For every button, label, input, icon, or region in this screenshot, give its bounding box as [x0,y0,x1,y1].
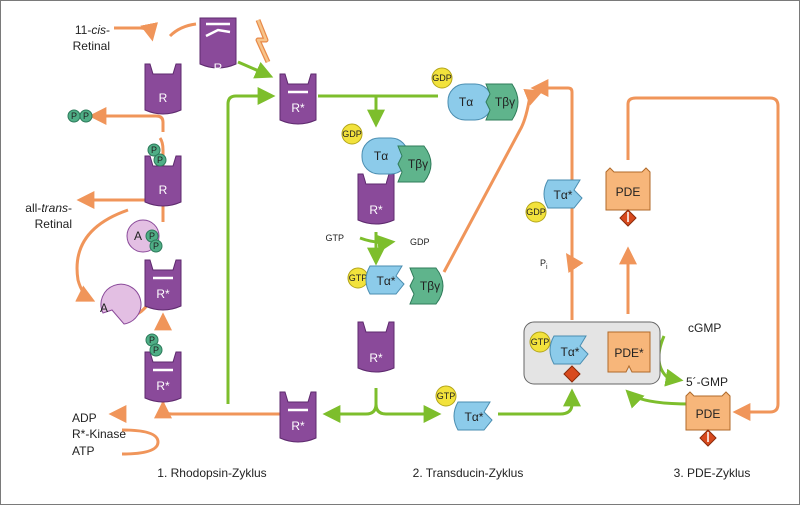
svg-text:Tα: Tα [459,95,473,109]
svg-text:GDP: GDP [526,207,546,217]
svg-text:P: P [151,145,157,155]
svg-text:R*: R* [291,101,305,115]
rstar-top [279,73,317,125]
gtp-in-label: GTP [325,233,344,243]
svg-text:Retinal: Retinal [35,217,72,231]
svg-text:GDP: GDP [432,73,452,83]
svg-text:P: P [157,155,163,165]
inhibitor-bound [563,365,581,383]
phosphate-pair-released: P P [67,109,93,123]
svg-text:P: P [153,345,159,355]
cycle-2-caption: 2. Transducin-Zyklus [413,466,524,480]
talpha-gdp-released: GDP Tα* [525,179,583,223]
svg-text:P: P [83,111,89,121]
svg-text:PDE*: PDE* [614,346,644,360]
green-arrows [226,60,691,423]
transducin-activated: GTP Tα* Tβγ [347,265,444,305]
svg-text:R*: R* [369,351,383,365]
pde-inactive-bottom: PDE [685,391,731,447]
svg-text:PDE: PDE [616,185,641,199]
svg-text:Tα*: Tα* [554,188,573,202]
r-open-label: R [214,61,223,75]
svg-text:A: A [100,301,108,315]
svg-text:R*: R* [156,379,170,393]
talpha-star-in-complex [549,335,589,365]
adp-label: ADP [72,411,97,425]
talpha-gtp-bottom: GTP Tα* [435,385,493,431]
svg-text:Tα*: Tα* [465,410,484,424]
arrestin-free [100,283,142,325]
pi-label: Pi [540,258,548,271]
cycle-3-caption: 3. PDE-Zyklus [674,466,751,480]
svg-text:Tβγ: Tβγ [408,157,428,171]
r-label: R [159,91,168,105]
svg-text:P: P [71,111,77,121]
svg-text:GDP: GDP [342,129,362,139]
kinase-label: R*-Kinase [72,427,126,441]
rhodopsin-R-open [199,17,237,69]
svg-text:Retinal: Retinal [73,39,110,53]
svg-text:PDE: PDE [696,407,721,421]
pde-star [607,331,651,373]
rhodopsin-R [144,63,182,115]
svg-text:R*: R* [156,287,170,301]
svg-text:GTP: GTP [349,273,368,283]
svg-text:P: P [149,335,155,345]
svg-text:R*: R* [369,203,383,217]
r-phos-label: R [159,183,168,197]
transducin-inactive-top: GDP Tα Tβγ [431,67,519,121]
cgmp-label: cGMP [688,321,721,335]
svg-text:Tβγ: Tβγ [495,95,515,109]
pde-inactive-top: PDE [605,167,651,227]
svg-text:P: P [153,241,159,251]
svg-text:Tα*: Tα* [561,345,580,359]
svg-text:A: A [134,229,142,243]
svg-text:Tβγ: Tβγ [420,279,440,293]
gmp-label: 5´-GMP [686,375,728,389]
svg-text:P: P [149,231,155,241]
rstar-phosphorylated [144,351,182,403]
atp-label: ATP [72,444,94,458]
rstar-arrestin-bound [144,259,182,311]
svg-text:R*: R* [291,419,305,433]
cycle-1-caption: 1. Rhodopsin-Zyklus [157,466,266,480]
svg-text:Tα*: Tα* [377,274,396,288]
gdp-out-label: GDP [410,237,430,247]
rstar-transducin-bound [357,173,395,225]
trans-retinal-label: all-trans- [25,201,72,215]
svg-text:Tα: Tα [374,149,388,163]
svg-text:GTP: GTP [437,391,456,401]
svg-text:GTP: GTP [531,337,550,347]
cis-retinal-label: 11-cis- [75,23,110,37]
rstar-bottom-left [279,391,317,443]
